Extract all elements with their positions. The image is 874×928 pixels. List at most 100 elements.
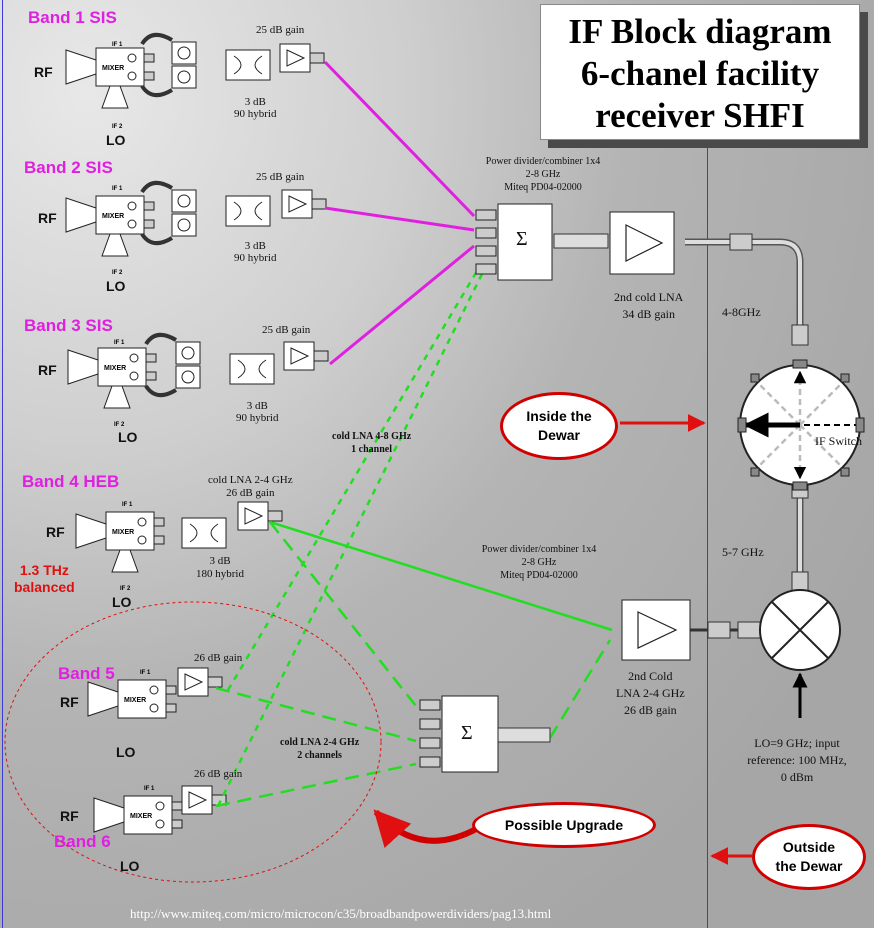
left-border-line [2, 0, 3, 928]
band2-amp [281, 189, 327, 219]
band5-lo: LO [116, 744, 136, 760]
band6-mixer-horn [93, 797, 125, 833]
bottom-combiner-sigma: Σ [461, 722, 473, 744]
band1-if1: IF 1 [112, 42, 123, 48]
band5-mixer: MIXER [87, 679, 177, 719]
band4-if1: IF 1 [122, 502, 133, 508]
band1-mixer-horn [65, 49, 97, 85]
band2-mixer-body [95, 195, 145, 235]
bottom-combiner-port-3 [419, 737, 441, 749]
band3-if1: IF 1 [114, 340, 125, 346]
band2-if1: IF 1 [112, 186, 123, 192]
top-combiner-port-1 [475, 209, 497, 221]
band2-amp-label: 25 dB gain [256, 171, 305, 183]
band3-amp [283, 341, 329, 371]
band3-mixer: MIXER [67, 347, 157, 409]
band6-mixer: MIXER [93, 795, 183, 835]
band-57-label: 5-7 GHz [722, 545, 764, 559]
band6-lo: LO [120, 858, 140, 874]
band1-amp [279, 43, 325, 73]
band3-circulators [144, 332, 201, 398]
band3-if2: IF 2 [114, 422, 125, 428]
band5-if1: IF 1 [140, 670, 151, 676]
if-line-band2 [324, 206, 475, 232]
band4-label: Band 4 HEB [22, 472, 120, 491]
band2-mixer-lo-horn [101, 233, 129, 257]
band1-mixer-body [95, 47, 145, 87]
band3-label: Band 3 SIS [24, 316, 113, 335]
band4-if2: IF 2 [120, 586, 131, 592]
band1-rf: RF [34, 64, 53, 80]
band3-mixer-lo-horn [103, 385, 131, 409]
dash-combiner-lna [548, 639, 612, 739]
band5-mixer-body [117, 679, 167, 719]
band4-mixer-mixer-text: MIXER [112, 529, 134, 536]
band1-hybrid-body [225, 49, 271, 81]
bottom-combiner-port-2 [419, 718, 441, 730]
band3-amp-label: 25 dB gain [262, 324, 311, 336]
band1-if2: IF 2 [112, 124, 123, 130]
band4-mixer-horn [75, 513, 107, 549]
top-combiner-box [497, 203, 553, 281]
if-line-band3 [329, 244, 475, 366]
band5-amp [177, 667, 223, 697]
band2-rf: RF [38, 210, 57, 226]
band6-rf: RF [60, 808, 79, 824]
band6-mixer-body [123, 795, 173, 835]
cable-lna-to-switch [685, 238, 804, 335]
band3-mixer-horn [67, 349, 99, 385]
band1-amp-label: 25 dB gain [256, 24, 305, 36]
band2-mixer-mixer-text: MIXER [102, 213, 124, 220]
dash-band5-combiner [215, 686, 417, 743]
band3-lo: LO [118, 429, 138, 445]
dewar-boundary-line [707, 140, 708, 928]
band3-mixer-mixer-text: MIXER [104, 365, 126, 372]
band4-hybrid [181, 517, 227, 549]
dash-band6-divider [216, 269, 486, 807]
source-url: http://www.miteq.com/micro/microcon/c35/… [130, 906, 552, 921]
band6-amp-label: 26 dB gain [194, 768, 243, 780]
band4-hybrid-body [181, 517, 227, 549]
band4-mixer: MIXER [75, 511, 165, 573]
band5-mixer-horn [87, 681, 119, 717]
band5-mixer-mixer-text: MIXER [124, 697, 146, 704]
bottom-combiner-port-4 [419, 756, 441, 768]
band1-mixer-mixer-text: MIXER [102, 65, 124, 72]
top-combiner-port-4 [475, 263, 497, 275]
band2-lo: LO [106, 278, 126, 294]
top-combiner-port-2 [475, 227, 497, 239]
band1-circulators [140, 32, 197, 98]
band6-if1: IF 1 [144, 786, 155, 792]
band3-hybrid-body [229, 353, 275, 385]
band3-mixer-body [97, 347, 147, 387]
band1-mixer: MIXER [65, 47, 155, 109]
band6-label: Band 6 [54, 832, 111, 851]
band2-hybrid-body [225, 195, 271, 227]
band5-amp-label: 26 dB gain [194, 652, 243, 664]
band2-label: Band 2 SIS [24, 158, 113, 177]
band2-hybrid [225, 195, 271, 227]
top-combiner-port-3 [475, 245, 497, 257]
title-line-1: IF Block diagram [568, 12, 832, 51]
title-line-2: 6-chanel facility [580, 54, 820, 93]
band4-mixer-lo-horn [111, 549, 139, 573]
band1-hybrid [225, 49, 271, 81]
band3-hybrid [229, 353, 275, 385]
upgrade-region [4, 601, 382, 883]
band2-mixer: MIXER [65, 195, 155, 257]
bottom-combiner-port-1 [419, 699, 441, 711]
band6-amp [181, 785, 227, 815]
band1-lo: LO [106, 132, 126, 148]
